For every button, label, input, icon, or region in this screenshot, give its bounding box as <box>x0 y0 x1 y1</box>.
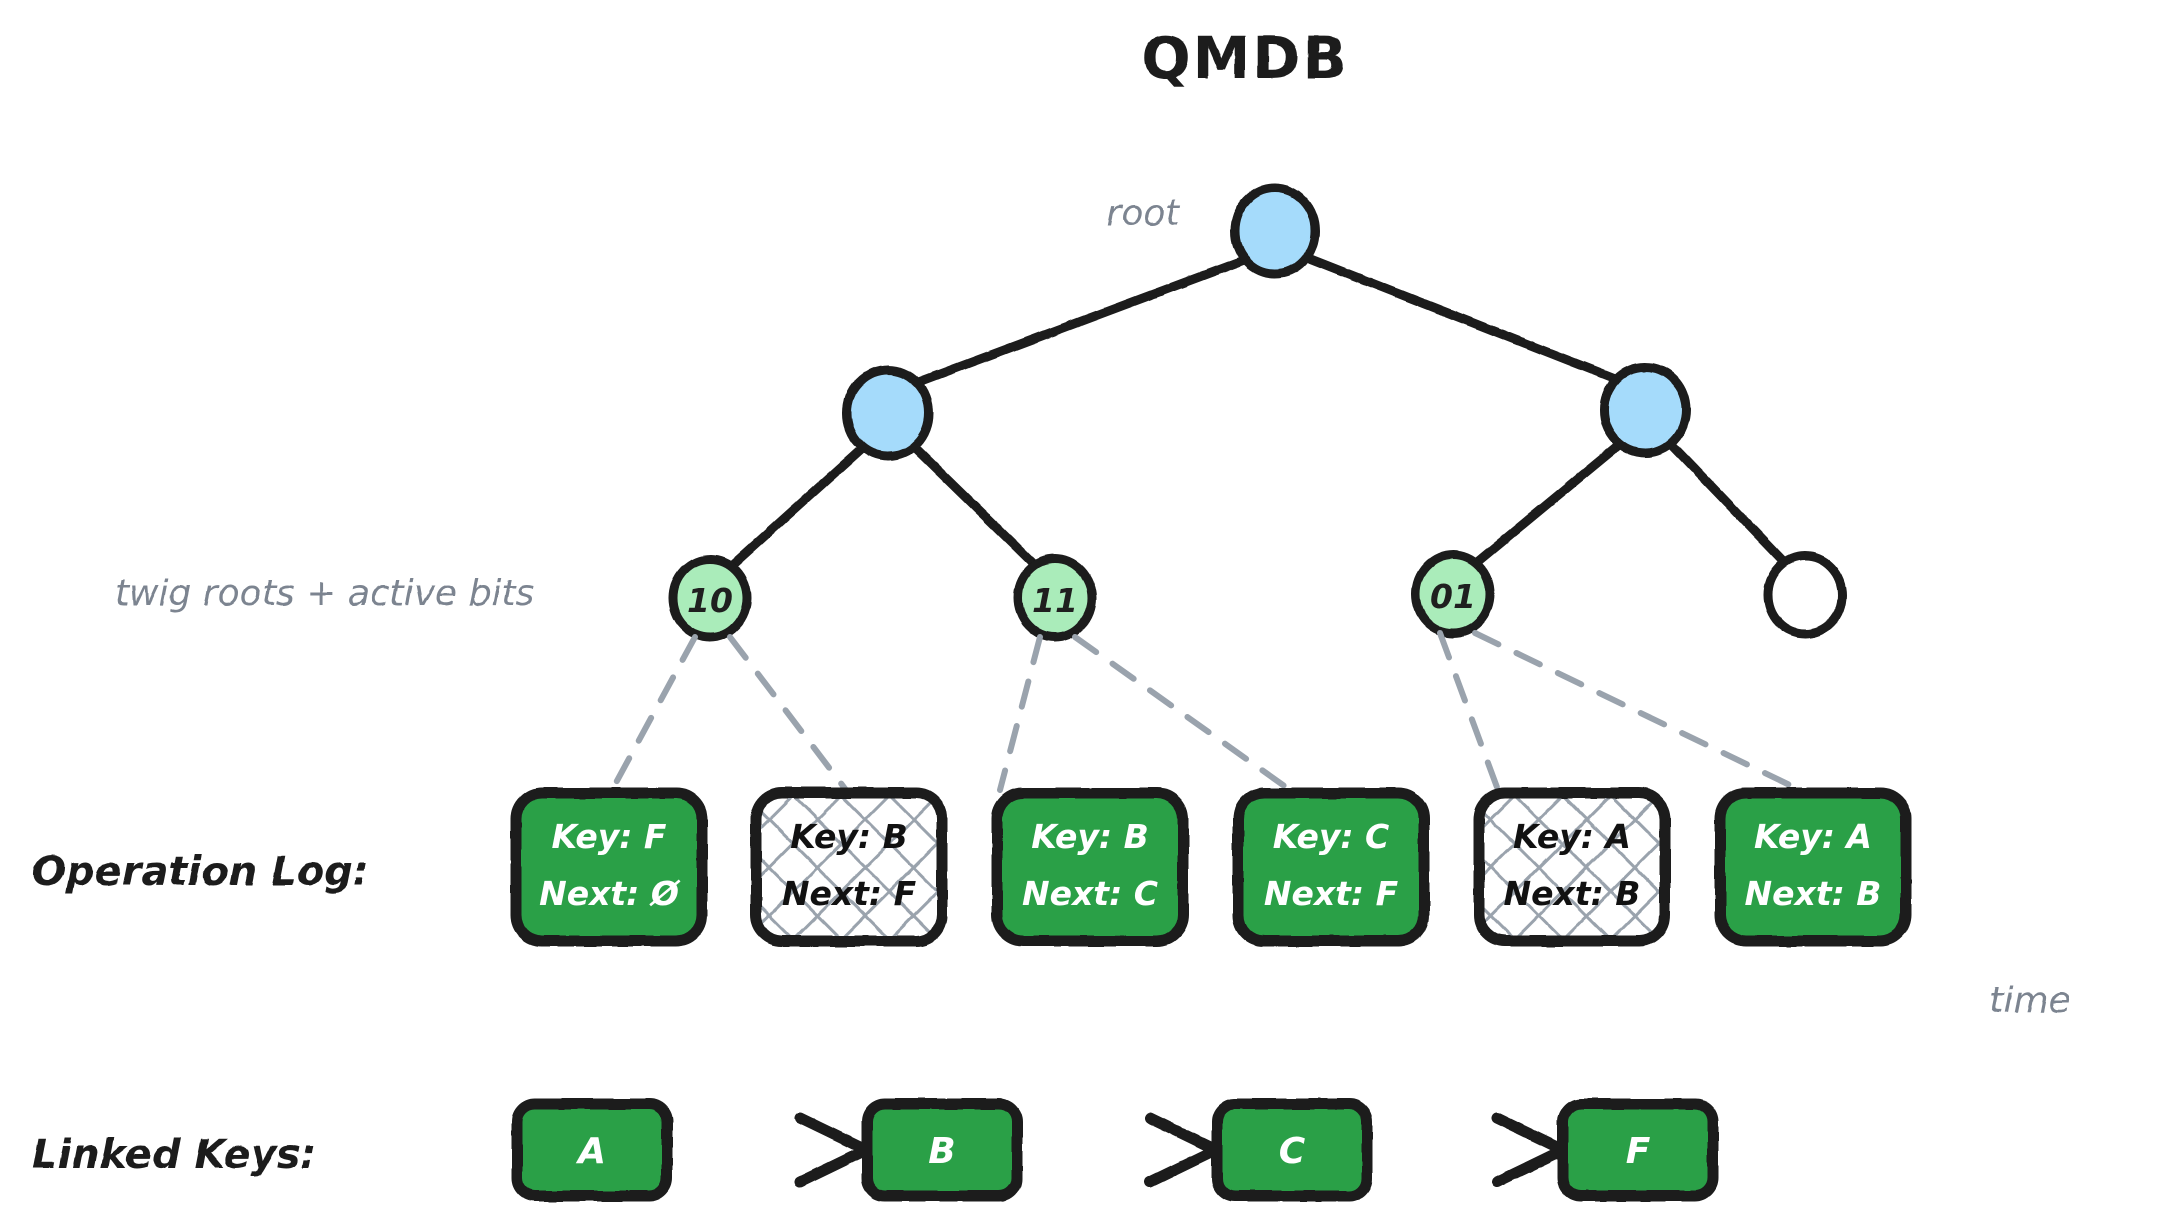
oplog-entry-2-next: Next: F <box>782 874 917 913</box>
oplog-entry-5-next: Next: B <box>1504 874 1641 913</box>
operation-log-entries: Key: F Next: Ø Key: B Next: F Key: B Nex… <box>510 787 1912 947</box>
oplog-entry-6-key: Key: A <box>1754 817 1872 856</box>
linked-key-a-label: A <box>575 1131 606 1172</box>
oplog-entry-1-key: Key: F <box>552 817 667 856</box>
tree-edge-root-left <box>903 253 1255 391</box>
oplog-entry-1[interactable]: Key: F Next: Ø <box>510 787 708 947</box>
oplog-entry-3-next: Next: C <box>1022 874 1158 913</box>
oplog-entry-3-key: Key: B <box>1031 817 1149 856</box>
oplog-entry-3[interactable]: Key: B Next: C <box>991 787 1189 947</box>
time-axis-label: time <box>1989 980 2070 1021</box>
twig-node-10[interactable]: 10 <box>668 554 752 642</box>
linked-keys-arrow-3 <box>1378 1112 1569 1188</box>
twig-node-01[interactable]: 01 <box>1411 550 1495 638</box>
linked-keys-row: A B C <box>511 1098 1719 1202</box>
linked-key-a[interactable]: A <box>511 1098 673 1202</box>
twig-link-01-entry-6 <box>1472 630 1803 793</box>
linked-key-c-label: C <box>1279 1131 1306 1172</box>
oplog-entry-1-next: Next: Ø <box>539 874 681 913</box>
tree-edge-right-twigempty <box>1662 435 1795 573</box>
twig-link-01-entry-5 <box>1437 630 1501 793</box>
twig-link-11-entry-4 <box>1072 634 1293 793</box>
tree-edge-left-twig10 <box>722 438 873 575</box>
tree-node-root[interactable] <box>1230 183 1320 279</box>
linked-key-c[interactable]: C <box>1211 1098 1373 1202</box>
twig-node-11[interactable]: 11 <box>1013 554 1097 642</box>
oplog-entry-4-key: Key: C <box>1273 817 1390 856</box>
oplog-entry-5[interactable]: Key: A Next: B <box>1473 787 1671 947</box>
tree-edge-right-twig01 <box>1465 435 1630 573</box>
linked-keys-label: Linked Keys: <box>32 1132 316 1178</box>
linked-key-f[interactable]: F <box>1557 1098 1719 1202</box>
oplog-entry-2-key: Key: B <box>790 817 908 856</box>
twig-node-11-label: 11 <box>1032 581 1078 620</box>
tree-edges <box>722 251 1795 575</box>
twig-node-01-label: 01 <box>1430 577 1476 616</box>
linked-keys-arrow-2 <box>1028 1112 1222 1188</box>
operation-log-label: Operation Log: <box>32 849 369 895</box>
twig-to-oplog-links <box>609 630 1803 793</box>
page-title: QMDB <box>1141 24 1348 92</box>
time-axis: time <box>500 937 2071 1057</box>
tree-node-internal-left[interactable] <box>842 365 934 461</box>
linked-key-f-label: F <box>1626 1131 1651 1172</box>
root-label: root <box>1107 193 1182 234</box>
linked-key-b[interactable]: B <box>861 1098 1023 1202</box>
linked-keys-arrow-1 <box>678 1112 872 1188</box>
tree-node-internal-right[interactable] <box>1599 362 1691 458</box>
oplog-entry-6-next: Next: B <box>1745 874 1882 913</box>
twig-roots-label: twig roots + active bits <box>115 573 534 614</box>
tree-edge-root-right <box>1298 251 1631 388</box>
twig-node-empty[interactable] <box>1763 551 1847 639</box>
linked-key-b-label: B <box>928 1131 955 1172</box>
oplog-entry-5-key: Key: A <box>1513 817 1631 856</box>
twig-link-11-entry-3 <box>997 634 1043 793</box>
oplog-entry-6[interactable]: Key: A Next: B <box>1714 787 1912 947</box>
oplog-entry-4-next: Next: F <box>1264 874 1399 913</box>
oplog-entry-4[interactable]: Key: C Next: F <box>1232 787 1430 947</box>
twig-node-10-label: 10 <box>687 581 733 620</box>
tree-edge-left-twig11 <box>905 438 1045 575</box>
oplog-entry-2[interactable]: Key: B Next: F <box>750 787 948 947</box>
tree-nodes: 10 11 01 <box>668 183 1847 642</box>
twig-link-10-entry-2 <box>727 634 849 793</box>
twig-link-10-entry-1 <box>609 634 698 793</box>
